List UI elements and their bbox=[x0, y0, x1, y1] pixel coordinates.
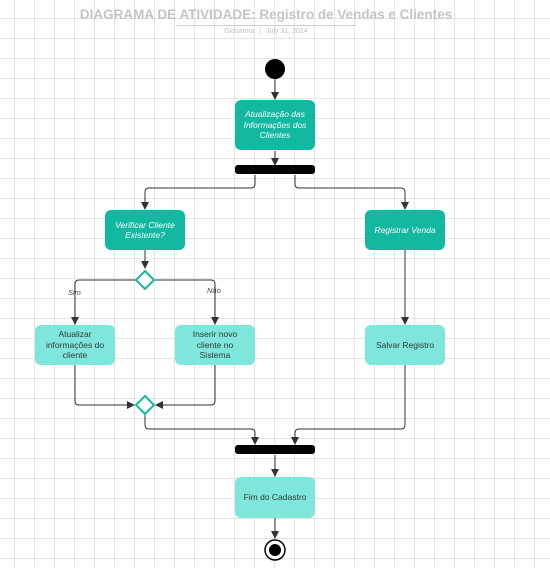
edge-insert-client-to-merge bbox=[155, 365, 216, 409]
meta-separator: | bbox=[259, 28, 262, 35]
edge-decision-yes bbox=[71, 279, 136, 325]
action-save-record[interactable]: Salvar Registro bbox=[365, 325, 445, 365]
action-end-registration[interactable]: Fim do Cadastro bbox=[235, 477, 315, 518]
fork-bar bbox=[235, 165, 315, 174]
action-verify-client[interactable]: Verificar Cliente Existente? bbox=[105, 210, 185, 250]
title-underline bbox=[176, 25, 356, 26]
diagram-date: July 31, 2024 bbox=[266, 28, 308, 35]
edge-decision-no bbox=[154, 279, 219, 325]
join-bar bbox=[235, 445, 315, 454]
action-insert-client[interactable]: Inserir novo cliente no Sistema bbox=[175, 325, 255, 365]
initial-node bbox=[265, 59, 285, 79]
merge-node bbox=[134, 394, 156, 416]
edge-label-no: Não bbox=[207, 286, 221, 295]
diagram-title: DIAGRAMA DE ATIVIDADE: Registro de Venda… bbox=[79, 7, 453, 22]
edge-fork-to-register bbox=[294, 175, 409, 210]
edge-update-client-to-merge bbox=[74, 365, 135, 409]
decision-node bbox=[134, 269, 156, 291]
action-update-client-info[interactable]: Atualização das Informações dos Clientes bbox=[235, 100, 315, 150]
author-name: Giovanna bbox=[224, 28, 255, 35]
edge-fork-to-verify bbox=[141, 175, 256, 210]
final-node-core bbox=[269, 544, 281, 556]
edge-save-to-join bbox=[291, 365, 406, 445]
edge-label-yes: Sim bbox=[68, 288, 81, 297]
diagram-meta: Giovanna | July 31, 2024 bbox=[0, 28, 532, 35]
action-register-sale[interactable]: Registrar Venda bbox=[365, 210, 445, 250]
action-update-client[interactable]: Atualizar informações do cliente bbox=[35, 325, 115, 365]
edge-merge-to-join bbox=[144, 414, 259, 445]
